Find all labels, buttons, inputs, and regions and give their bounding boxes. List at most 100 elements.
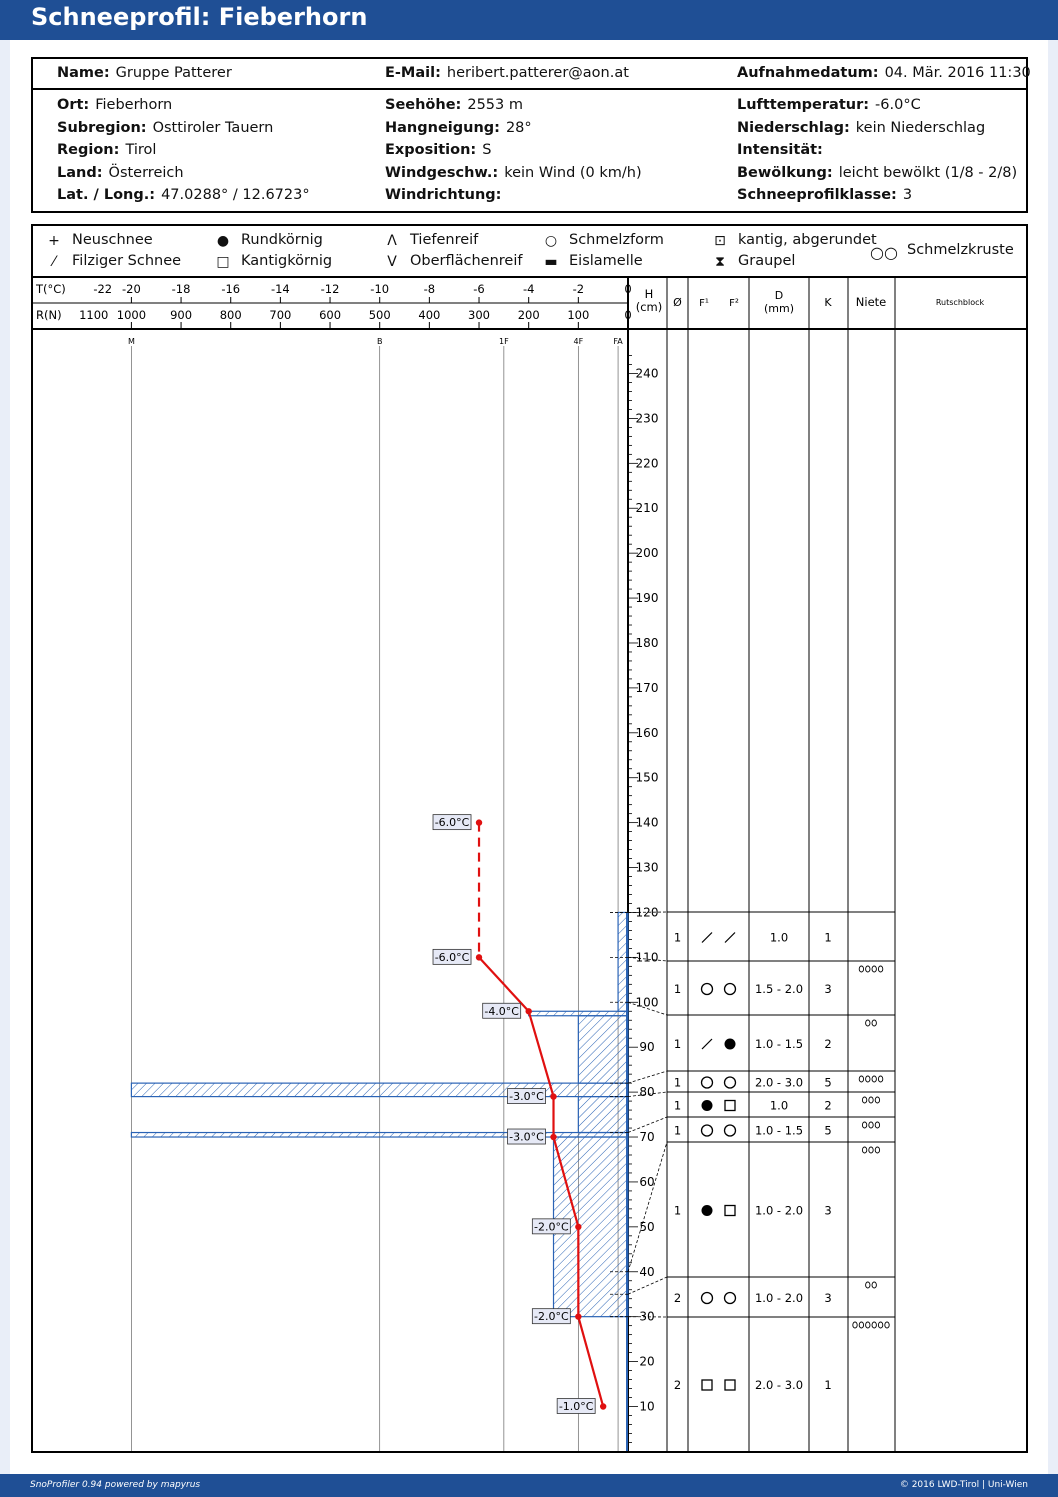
temperature-point (575, 1223, 582, 1231)
height-tick-label: 50 (639, 1220, 654, 1234)
t-tick-label: 0 (624, 282, 631, 296)
height-tick-label: 10 (639, 1400, 654, 1414)
legend-symbol-icon: V (387, 254, 397, 270)
cell-hardness-k: 3 (824, 982, 831, 996)
temperature-point (550, 1093, 557, 1100)
info-value: S (482, 142, 492, 158)
info-label: Exposition: (385, 142, 477, 158)
cell-hardness-k: 3 (824, 1204, 831, 1218)
niete-icon (865, 1019, 871, 1027)
temperature-label-box (507, 1128, 546, 1145)
cell-wet: 1 (674, 1204, 681, 1218)
legend-label: Schmelzform (569, 232, 664, 248)
name-field: Name:Gruppe Patterer (57, 65, 232, 81)
temperature-point (475, 819, 483, 826)
temperature-label-box (531, 1308, 571, 1325)
page-title: Schneeprofil: Fieberhorn (31, 3, 368, 31)
temperature-label-group: -3.0°C (507, 1128, 546, 1145)
cell-hardness-k: 1 (824, 931, 831, 945)
niete-icon (877, 1321, 884, 1329)
layer-link-line (627, 1116, 668, 1133)
legend-label: Oberflächenreif (410, 253, 523, 269)
r-tick-label: 300 (468, 308, 490, 322)
legend-symbol-icon: ▬ (544, 254, 558, 270)
niete-icon (865, 1321, 871, 1329)
niete-icon (861, 1146, 868, 1154)
layer-link-line (627, 1070, 668, 1084)
legend-symbol-icon: □ (216, 254, 230, 270)
t-tick-label: -16 (221, 282, 240, 296)
cell-grain-size: 1.0 (770, 931, 788, 945)
info-label: Ort: (57, 97, 90, 113)
melt-form-icon (700, 1291, 714, 1305)
cell-wet: 1 (674, 1124, 681, 1138)
height-tick-label: 140 (636, 816, 659, 830)
header-f2: F² (729, 298, 739, 309)
height-tick-label: 90 (639, 1040, 654, 1054)
niete-icon (871, 1321, 877, 1329)
niete-icon (868, 1121, 874, 1129)
footer-left: SnoProfiler 0.94 powered by mapyrus (30, 1480, 201, 1490)
temperature-point (475, 954, 483, 961)
temperature-label-box (432, 948, 472, 965)
height-tick-label: 240 (636, 367, 659, 381)
r-tick-label: 900 (170, 308, 192, 322)
temperature-label: -3.0°C (509, 1131, 544, 1144)
height-axis-unit: (cm) (636, 300, 663, 314)
t-axis-label: T(°C) (35, 282, 66, 296)
info-field: Lat. / Long.:47.0288° / 12.6723° (57, 187, 310, 203)
melt-form-icon (723, 1291, 737, 1305)
temperature-point (525, 1008, 532, 1015)
info-label: Niederschlag: (737, 119, 850, 136)
t-tick-label: -8 (424, 282, 435, 296)
t-tick-label: -22 (93, 282, 112, 296)
height-tick-label: 230 (636, 411, 659, 425)
niete-icon (874, 1096, 881, 1104)
footer: SnoProfiler 0.94 powered by mapyrus © 20… (0, 1474, 1058, 1497)
niete-icon (877, 1075, 884, 1083)
niete-icon (871, 965, 877, 973)
faceted-grain-icon (724, 1204, 736, 1217)
height-tick-label: 120 (636, 905, 659, 919)
t-tick-label: -14 (271, 282, 290, 296)
info-value: Osttiroler Tauern (152, 119, 274, 136)
info-label: Hangneigung: (385, 119, 500, 136)
height-tick-label: 130 (636, 861, 659, 875)
height-tick-label: 190 (636, 591, 659, 605)
header-niete: Niete (856, 295, 886, 309)
info-value: kein Wind (0 km/h) (504, 164, 642, 181)
legend-label: Neuschnee (72, 232, 153, 248)
info-value: 47.0288° / 12.6723° (161, 187, 310, 203)
height-tick-label: 70 (639, 1130, 654, 1144)
info-value: leicht bewölkt (1/8 - 2/8) (838, 164, 1018, 181)
temperature-label-group: -6.0°C (432, 814, 472, 831)
felt-icon (724, 932, 736, 943)
cell-wet: 1 (674, 1099, 681, 1113)
t-tick-label: -2 (573, 282, 584, 296)
info-label: Land: (57, 164, 103, 181)
cell-wet: 1 (674, 1076, 681, 1090)
height-tick-label: 180 (636, 636, 659, 650)
height-tick-label: 100 (636, 995, 659, 1009)
height-tick-label: 210 (636, 501, 659, 515)
legend-symbol-icon: ⊡ (714, 233, 726, 249)
cell-grain-size: 1.0 (770, 1099, 788, 1113)
footer-right: © 2016 LWD-Tirol | Uni-Wien (899, 1480, 1028, 1490)
cell-hardness-k: 2 (824, 1099, 831, 1113)
info-label: Lufttemperatur: (737, 97, 870, 113)
niete-icon (874, 1146, 881, 1154)
melt-form-icon (723, 982, 737, 996)
temperature-label-group: -4.0°C (482, 1002, 522, 1019)
layer-link-line (627, 956, 668, 962)
r-tick-label: 600 (319, 308, 341, 322)
info-value: Fieberhorn (95, 97, 173, 113)
t-tick-label: -10 (370, 282, 389, 296)
cell-wet: 1 (674, 982, 681, 996)
temperature-segment (527, 1010, 555, 1097)
round-grain-icon (701, 1100, 713, 1111)
info-field: Lufttemperatur:-6.0°C (737, 97, 921, 113)
temperature-label-group: -2.0°C (531, 1218, 571, 1235)
info-field: Schneeprofilklasse:3 (737, 187, 912, 203)
niete-icon (884, 1321, 890, 1329)
